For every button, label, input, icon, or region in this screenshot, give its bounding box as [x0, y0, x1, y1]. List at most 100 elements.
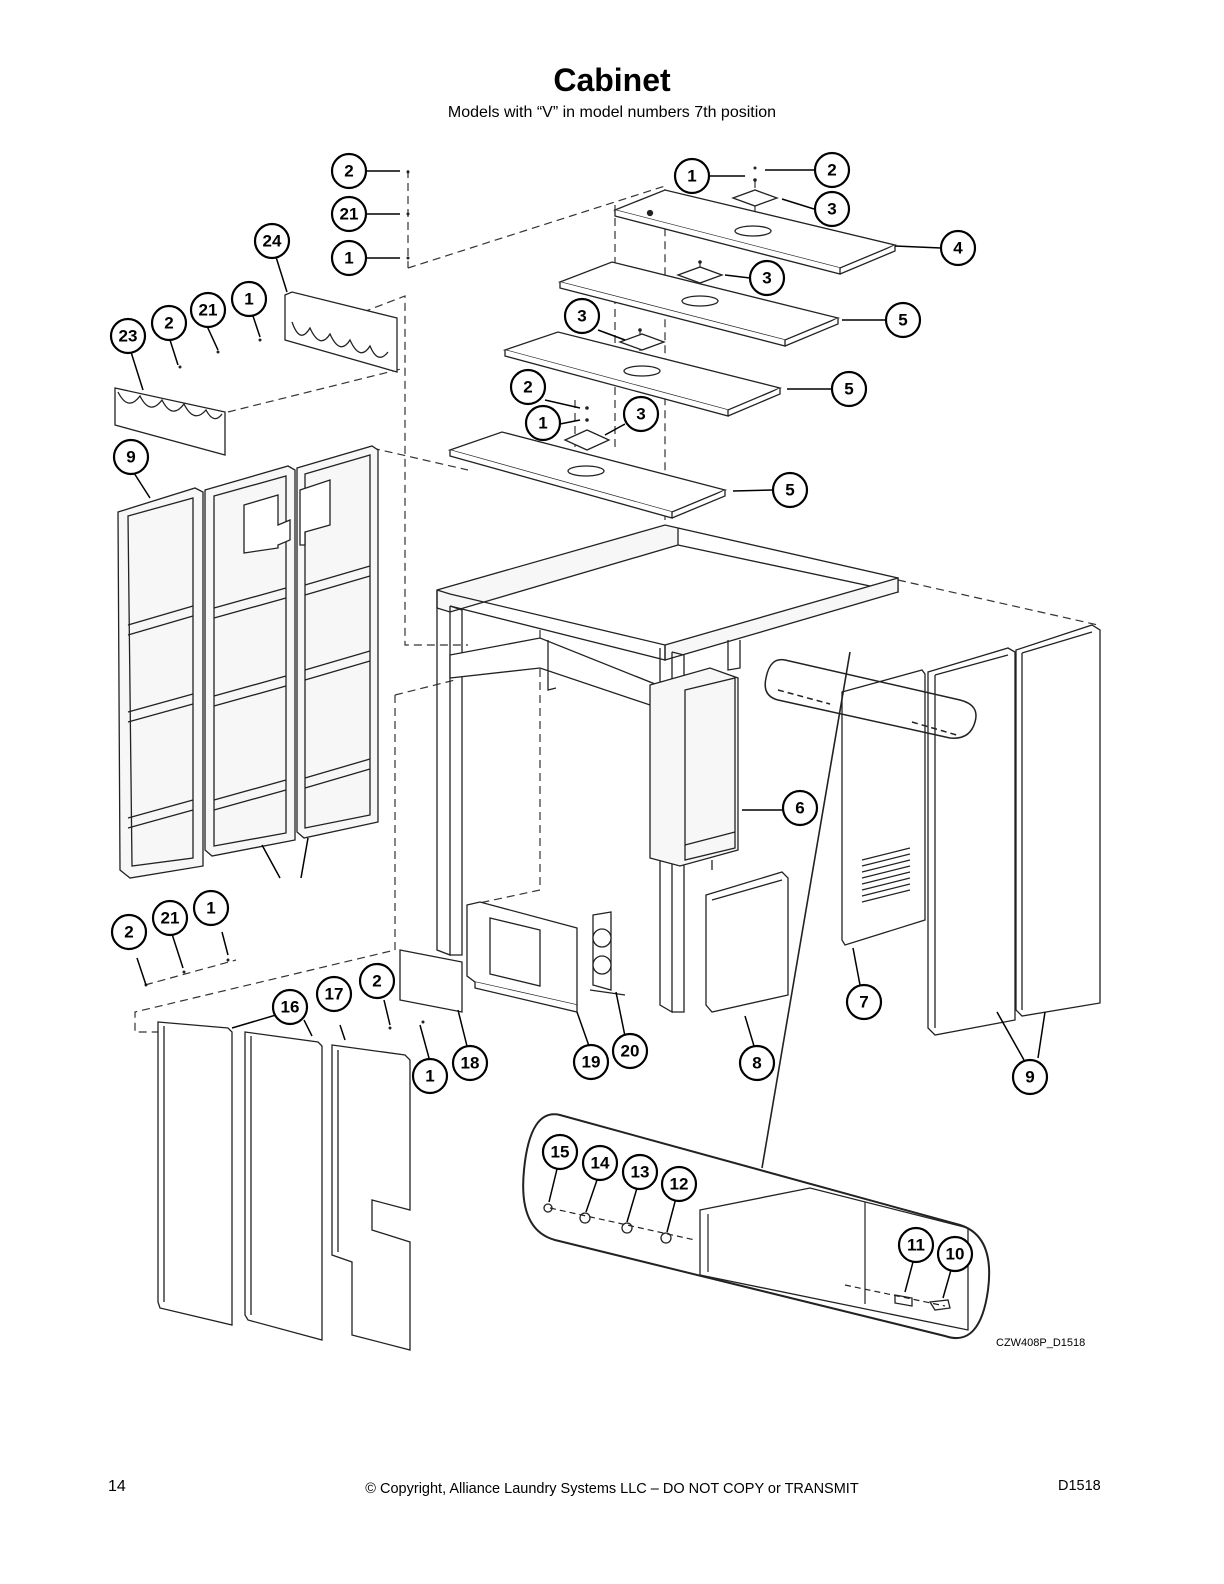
top-plate-5a: [557, 261, 841, 347]
callout-3-c: 3: [563, 297, 601, 335]
page-number: 14: [108, 1478, 126, 1495]
svg-text:21: 21: [199, 301, 218, 320]
svg-text:3: 3: [636, 405, 645, 424]
copyright-notice: © Copyright, Alliance Laundry Systems LL…: [365, 1481, 859, 1497]
svg-text:14: 14: [591, 1154, 610, 1173]
callout-3-a: 3: [813, 190, 851, 228]
callout-15: 15: [541, 1133, 579, 1171]
top-plate-5c: [447, 431, 728, 519]
callout-23: 23: [109, 317, 147, 355]
panel-7: [841, 669, 926, 946]
callout-5-b: 5: [830, 370, 868, 408]
svg-text:20: 20: [621, 1042, 640, 1061]
svg-text:21: 21: [161, 909, 180, 928]
svg-text:23: 23: [119, 327, 138, 346]
svg-text:5: 5: [844, 380, 853, 399]
callout-2-c: 2: [150, 304, 188, 342]
right-side-panels: [841, 624, 1101, 1036]
svg-text:3: 3: [827, 200, 836, 219]
svg-text:1: 1: [425, 1067, 434, 1086]
callout-10: 10: [936, 1235, 974, 1273]
callout-2-b: 2: [813, 151, 851, 189]
svg-text:3: 3: [577, 307, 586, 326]
front-panel-17: [331, 1044, 411, 1351]
callout-1-e: 1: [192, 889, 230, 927]
panel-8: [705, 871, 789, 1013]
callout-5-a: 5: [884, 301, 922, 339]
svg-text:1: 1: [244, 290, 253, 309]
svg-text:19: 19: [582, 1053, 601, 1072]
callout-1-b: 1: [673, 157, 711, 195]
svg-text:13: 13: [631, 1163, 650, 1182]
callout-1-d: 1: [524, 404, 562, 442]
document-code: D1518: [1058, 1478, 1101, 1494]
bracket-24: [284, 291, 398, 373]
side-panel-9-right-b: [1015, 624, 1101, 1017]
svg-text:4: 4: [953, 239, 963, 258]
lock-detail-oval-large: [522, 651, 991, 1339]
svg-text:5: 5: [785, 481, 794, 500]
bracket-20: [589, 911, 626, 996]
svg-text:12: 12: [670, 1175, 689, 1194]
callout-9-b: 9: [1011, 1058, 1049, 1096]
callout-1-a: 1: [330, 239, 368, 277]
svg-text:7: 7: [859, 993, 868, 1012]
callout-2-e: 2: [110, 913, 148, 951]
svg-text:3: 3: [762, 269, 771, 288]
svg-text:2: 2: [344, 162, 353, 181]
front-panel-16b: [244, 1031, 323, 1341]
callout-12: 12: [660, 1165, 698, 1203]
leader-arrows: [130, 169, 1046, 1299]
callout-3-b: 3: [748, 259, 786, 297]
side-panel-9-right-a: [927, 647, 1016, 1036]
callout-18: 18: [451, 1044, 489, 1082]
svg-text:16: 16: [281, 998, 300, 1017]
callout-24: 24: [253, 222, 291, 260]
callout-13: 13: [621, 1153, 659, 1191]
callout-3-d: 3: [622, 395, 660, 433]
svg-text:11: 11: [907, 1236, 925, 1255]
side-panel-22-right: [296, 445, 379, 839]
front-panels: [157, 1021, 411, 1351]
svg-text:9: 9: [1025, 1068, 1034, 1087]
callout-1-c: 1: [230, 280, 268, 318]
svg-text:17: 17: [325, 985, 344, 1004]
svg-text:18: 18: [461, 1054, 480, 1073]
callout-4: 4: [939, 229, 977, 267]
callout-8: 8: [738, 1044, 776, 1082]
louver-vents: [861, 847, 911, 903]
svg-text:24: 24: [263, 232, 282, 251]
cabinet-frame: [436, 524, 899, 1014]
svg-text:1: 1: [687, 167, 696, 186]
svg-text:2: 2: [164, 314, 173, 333]
svg-text:8: 8: [752, 1054, 761, 1073]
svg-text:6: 6: [795, 799, 804, 818]
svg-text:15: 15: [551, 1143, 570, 1162]
svg-text:2: 2: [523, 378, 532, 397]
svg-text:9: 9: [126, 448, 135, 467]
callout-14: 14: [581, 1144, 619, 1182]
top-plates: [447, 189, 898, 519]
bracket-19: [466, 901, 578, 1013]
callout-2-a: 2: [330, 152, 368, 190]
panel-18: [399, 949, 463, 1013]
top-plate-4: [612, 189, 898, 275]
callout-6: 6: [781, 789, 819, 827]
callout-2-d: 2: [509, 368, 547, 406]
callout-21-a: 21: [330, 195, 368, 233]
svg-text:21: 21: [340, 205, 359, 224]
gaskets: [563, 189, 779, 451]
callout-11: 11: [897, 1226, 935, 1264]
callout-9-a: 9: [112, 438, 150, 476]
page-subtitle: Models with “V” in model numbers 7th pos…: [447, 104, 777, 121]
callout-21-b: 21: [189, 291, 227, 329]
bracket-23: [114, 387, 226, 456]
lock-detail-oval-small: [764, 658, 977, 739]
callout-16: 16: [271, 988, 309, 1026]
left-side-panels: [117, 445, 379, 879]
svg-text:1: 1: [206, 899, 215, 918]
callout-2-f: 2: [358, 962, 396, 1000]
svg-text:1: 1: [538, 414, 547, 433]
svg-text:1: 1: [344, 249, 353, 268]
